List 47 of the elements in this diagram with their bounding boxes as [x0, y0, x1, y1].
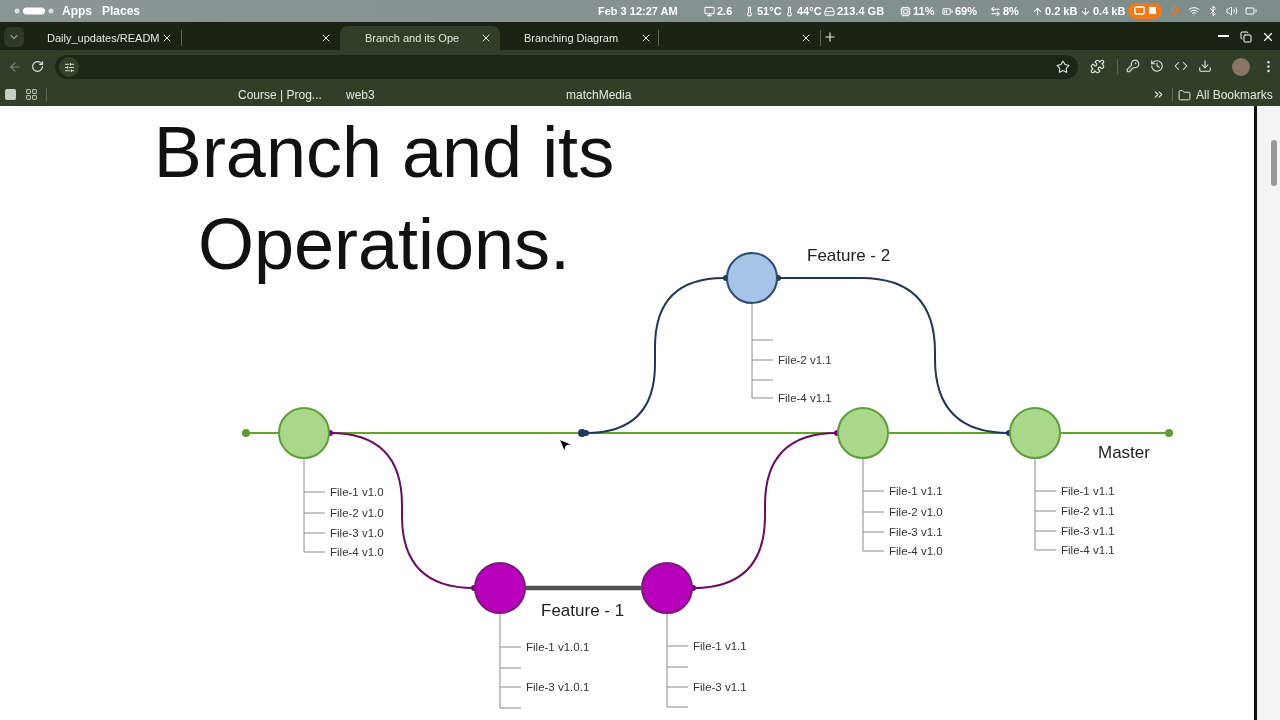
status-value: 0.4 kB [1093, 4, 1126, 18]
status-value: 51°C [757, 4, 782, 18]
file-version-label: File-1 v1.1 [1061, 484, 1115, 498]
file-version-label: File-3 v1.1 [1061, 524, 1115, 538]
tab-title: Daily_updates/READM [47, 31, 160, 45]
branch-line [1060, 432, 1166, 434]
top-bar-menu-item: Apps [62, 4, 92, 18]
status-value: 0.2 kB [1045, 4, 1078, 18]
file-version-label: File-3 v1.1 [889, 525, 943, 539]
file-version-label: File-4 v1.1 [778, 391, 832, 405]
tab-title: Branching Diagram [524, 31, 619, 45]
bookmark-link: web3 [346, 87, 375, 103]
bookmarks-folder-label: All Bookmarks [1196, 87, 1273, 103]
branch-point-dot [578, 429, 586, 437]
status-value: 44°C [797, 4, 822, 18]
file-version-label: File-1 v1.0 [330, 485, 384, 499]
clock-text: Feb 3 12:27 AM [598, 4, 678, 18]
file-version-label: File-2 v1.0 [330, 506, 384, 520]
bookmark-link: Course | Prog... [238, 87, 322, 103]
file-version-label: File-1 v1.1 [693, 639, 747, 653]
branch-line [249, 432, 279, 434]
file-version-label: File-4 v1.0 [889, 544, 943, 558]
file-version-label: File-3 v1.1 [693, 680, 747, 694]
status-value: 213.4 GB [837, 4, 885, 18]
line-end-dot [242, 429, 250, 437]
status-value: 69% [955, 4, 978, 18]
file-version-label: File-4 v1.0 [330, 545, 384, 559]
status-value: 2.6 [717, 4, 733, 18]
file-version-label: File-3 v1.0 [330, 526, 384, 540]
branch-name-label: Feature - 1 [541, 601, 625, 621]
file-version-label: File-2 v1.1 [778, 353, 832, 367]
file-version-label: File-3 v1.0.1 [526, 680, 590, 694]
page-title: Branch and its Operations. [152, 111, 616, 286]
top-bar-menu-item: Places [102, 4, 141, 18]
branch-name-label: Feature - 2 [807, 246, 891, 266]
file-version-label: File-2 v1.0 [889, 505, 943, 519]
file-version-label: File-4 v1.1 [1061, 543, 1115, 557]
status-value: 11% [913, 4, 935, 18]
branch-line [526, 585, 641, 591]
file-version-label: File-1 v1.0.1 [526, 640, 590, 654]
file-version-label: File-1 v1.1 [889, 484, 943, 498]
file-version-label: File-2 v1.1 [1061, 504, 1115, 518]
branch-name-label: Master [1098, 443, 1150, 463]
line-end-dot [1165, 429, 1173, 437]
bookmark-link: matchMedia [566, 87, 632, 103]
tab-title: Branch and its Ope [365, 31, 460, 45]
status-value: 8% [1003, 4, 1019, 18]
